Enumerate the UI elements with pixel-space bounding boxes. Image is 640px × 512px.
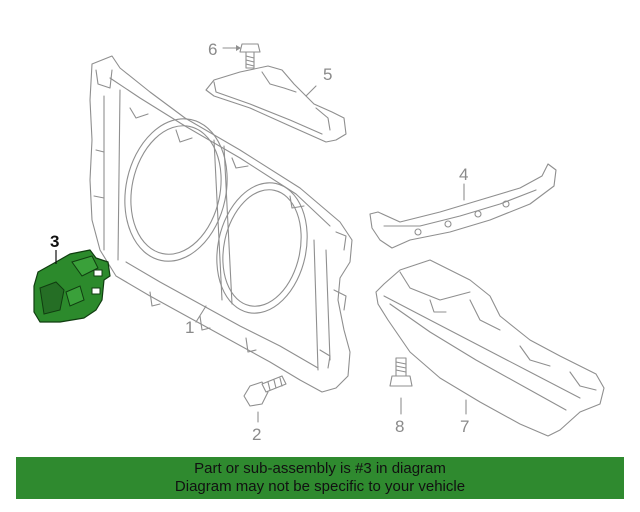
part-8-bolt[interactable] bbox=[389, 357, 413, 387]
callout-4: 4 bbox=[459, 165, 468, 184]
leader-arrow-6 bbox=[236, 45, 241, 51]
callout-2: 2 bbox=[252, 425, 261, 444]
banner-line-2: Diagram may not be specific to your vehi… bbox=[174, 478, 466, 495]
callout-5: 5 bbox=[323, 65, 332, 84]
callout-8: 8 bbox=[395, 417, 404, 436]
part-3-bracket-highlighted[interactable] bbox=[33, 249, 111, 323]
info-banner: Part or sub-assembly is #3 in diagram Di… bbox=[16, 457, 624, 499]
part-4-bracket[interactable] bbox=[369, 163, 557, 249]
leader-line-1 bbox=[195, 305, 207, 323]
leader-line-5 bbox=[305, 85, 317, 97]
callout-1: 1 bbox=[185, 318, 194, 337]
callout-6: 6 bbox=[208, 40, 217, 59]
banner-line-1: Part or sub-assembly is #3 in diagram bbox=[194, 460, 446, 477]
callout-7: 7 bbox=[460, 417, 469, 436]
parts-diagram: 6 5 4 3 1 2 8 7 bbox=[33, 40, 605, 444]
part-5-upper-cover[interactable] bbox=[205, 65, 347, 143]
part-2-bolt[interactable] bbox=[243, 375, 287, 407]
part-6-bolt[interactable] bbox=[239, 43, 261, 69]
part-7-lower-deflector[interactable] bbox=[375, 259, 605, 437]
callout-3: 3 bbox=[50, 232, 59, 251]
part-1-core-support[interactable] bbox=[89, 55, 353, 393]
